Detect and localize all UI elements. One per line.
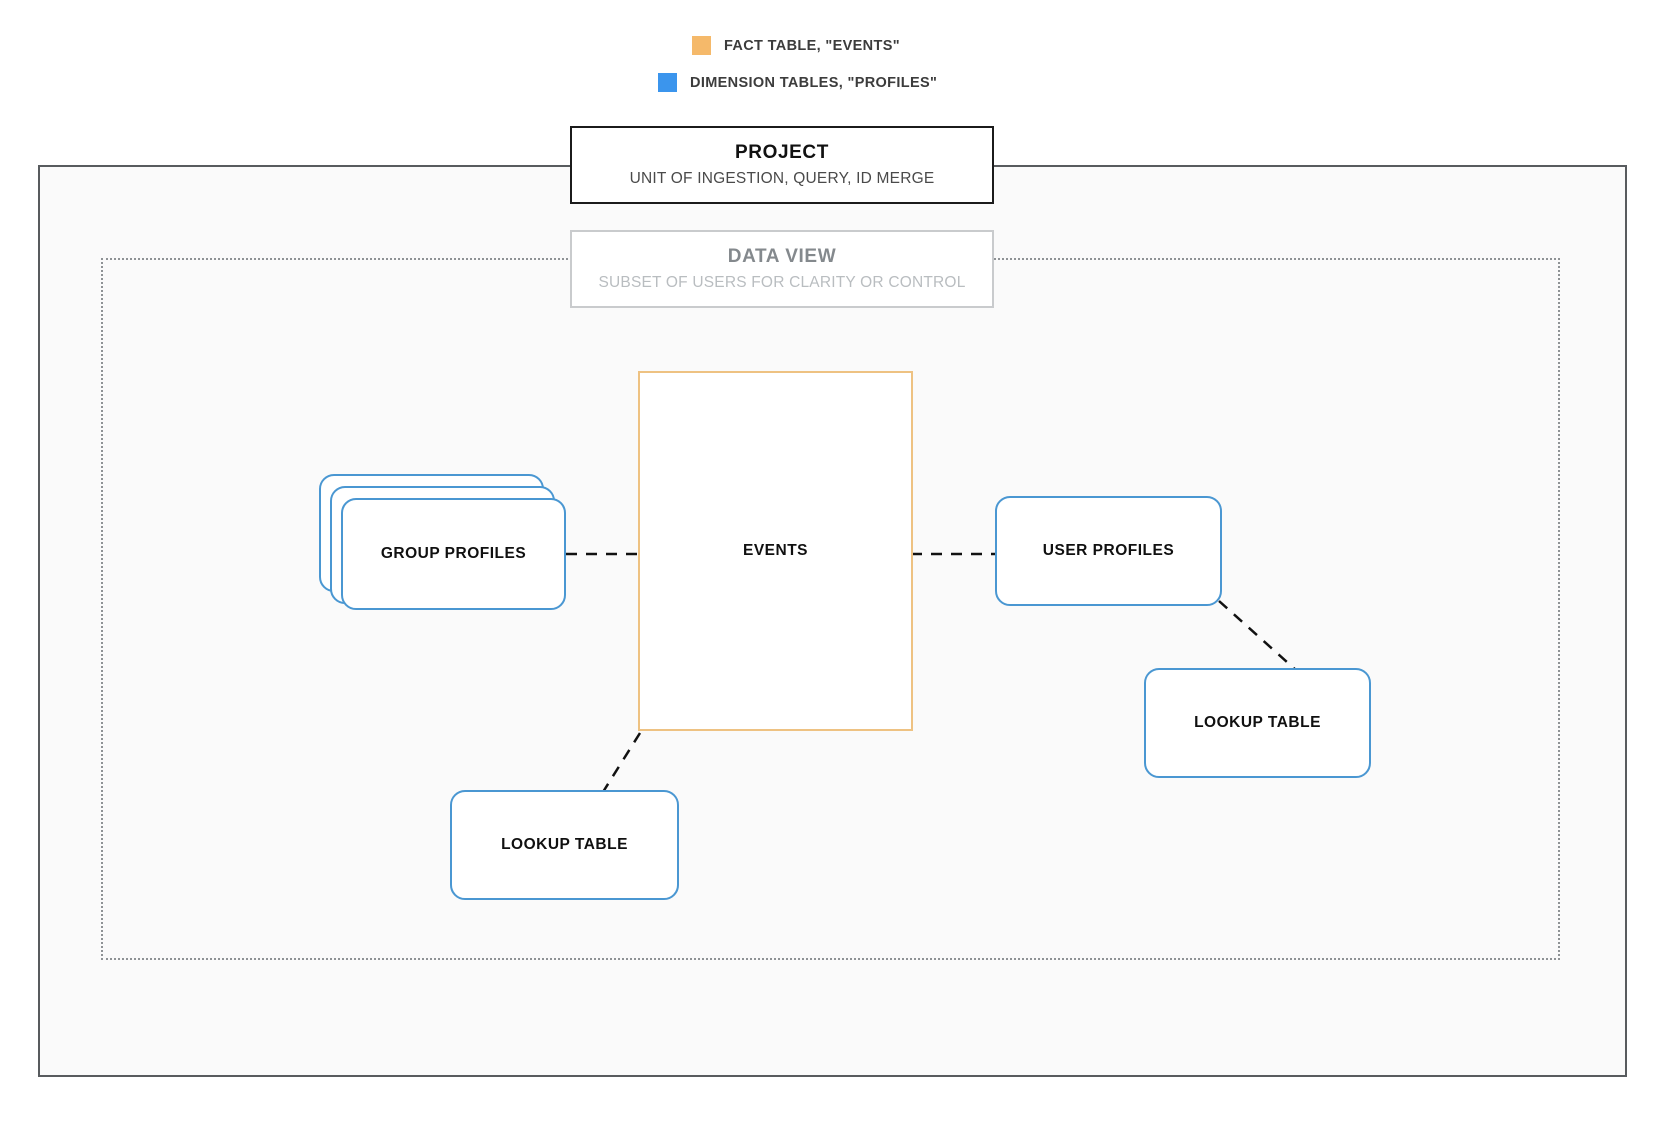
node-label-lookup-table-right: LOOKUP TABLE bbox=[1194, 714, 1321, 731]
node-label-group-profiles: GROUP PROFILES bbox=[380, 545, 527, 562]
node-label-lookup-table-left: LOOKUP TABLE bbox=[501, 836, 628, 853]
legend-label-dimension-tables: DIMENSION TABLES, "PROFILES" bbox=[690, 74, 938, 91]
node-label-events: EVENTS bbox=[742, 542, 808, 559]
legend-label-fact-table: FACT TABLE, "EVENTS" bbox=[724, 37, 900, 54]
project-header-box: PROJECT UNIT OF INGESTION, QUERY, ID MER… bbox=[570, 126, 994, 204]
node-group-profiles[interactable]: GROUP PROFILES bbox=[341, 498, 566, 610]
orange-square-swatch bbox=[692, 36, 711, 55]
data-view-subtitle: SUBSET OF USERS FOR CLARITY OR CONTROL bbox=[598, 274, 966, 291]
legend-item-dimension-tables: DIMENSION TABLES, "PROFILES" bbox=[658, 73, 937, 92]
node-events[interactable]: EVENTS bbox=[638, 371, 913, 731]
blue-square-swatch bbox=[658, 73, 677, 92]
data-view-header-box: DATA VIEW SUBSET OF USERS FOR CLARITY OR… bbox=[570, 230, 994, 308]
project-title: PROJECT bbox=[735, 142, 829, 163]
data-view-title: DATA VIEW bbox=[727, 246, 837, 267]
legend-item-fact-table: FACT TABLE, "EVENTS" bbox=[692, 36, 900, 55]
node-user-profiles[interactable]: USER PROFILES bbox=[995, 496, 1222, 606]
node-label-user-profiles: USER PROFILES bbox=[1042, 542, 1175, 559]
node-lookup-table-left[interactable]: LOOKUP TABLE bbox=[450, 790, 679, 900]
node-lookup-table-right[interactable]: LOOKUP TABLE bbox=[1144, 668, 1371, 778]
project-subtitle: UNIT OF INGESTION, QUERY, ID MERGE bbox=[629, 170, 935, 187]
